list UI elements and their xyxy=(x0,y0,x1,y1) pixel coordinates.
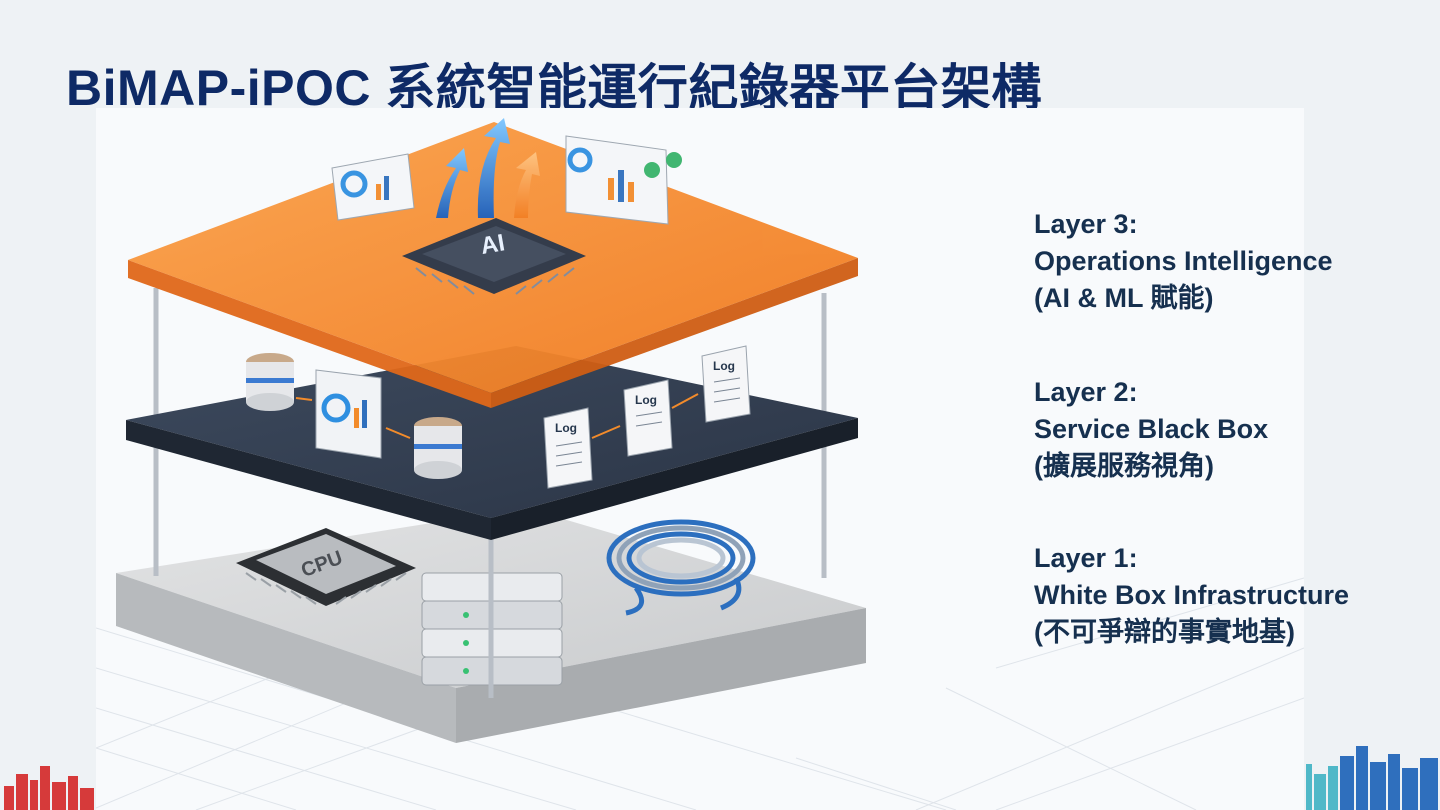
log-label: Log xyxy=(713,359,735,373)
growth-arrows-icon xyxy=(436,118,540,218)
ai-chip-icon: AI xyxy=(402,218,586,295)
ai-chip-label: AI xyxy=(479,229,507,260)
log-label: Log xyxy=(635,393,657,407)
layer1-label: Layer 1: White Box Infrastructure (不可爭辯的… xyxy=(1034,540,1349,651)
skyline-left-graphic xyxy=(4,766,94,810)
layer2-note: (擴展服務視角) xyxy=(1034,451,1214,481)
log-document-icon: Log xyxy=(701,345,751,423)
layer2-name: Service Black Box xyxy=(1034,414,1269,444)
layer1-name: White Box Infrastructure xyxy=(1034,580,1350,610)
flow-arrows xyxy=(295,393,699,439)
cpu-chip-icon: CPU xyxy=(236,528,416,606)
layer-stack-graphic: CPU xyxy=(96,118,1304,810)
layer2-middle-plate: Log Log Log xyxy=(126,345,858,540)
report-card-icon xyxy=(331,153,415,221)
layer3-note: (AI & ML 賦能) xyxy=(1034,283,1214,313)
layer1-note: (不可爭辯的事實地基) xyxy=(1034,617,1295,647)
dashboard-card-icon xyxy=(315,369,382,459)
skyline-right-graphic xyxy=(1306,746,1438,810)
report-card-icon xyxy=(565,135,682,225)
layer3-label: Layer 3: Operations Intelligence (AI & M… xyxy=(1034,206,1333,317)
network-cable-icon xyxy=(606,519,756,616)
layer2-label: Layer 2: Service Black Box (擴展服務視角) xyxy=(1034,374,1268,485)
layer3-name: Operations Intelligence xyxy=(1034,246,1333,276)
layer2-heading: Layer 2: xyxy=(1034,377,1138,407)
database-icon xyxy=(246,353,294,411)
log-document-icon: Log xyxy=(623,379,673,457)
architecture-illustration: CPU xyxy=(96,108,1349,810)
page-title: BiMAP-iPOC 系統智能運行紀錄器平台架構 xyxy=(66,60,1042,116)
layer3-heading: Layer 3: xyxy=(1034,209,1138,239)
log-document-icon: Log xyxy=(543,407,593,489)
layer3-top-plate: AI xyxy=(128,118,858,408)
layer1-heading: Layer 1: xyxy=(1034,543,1138,573)
log-label: Log xyxy=(555,421,577,435)
database-icon xyxy=(414,417,462,479)
